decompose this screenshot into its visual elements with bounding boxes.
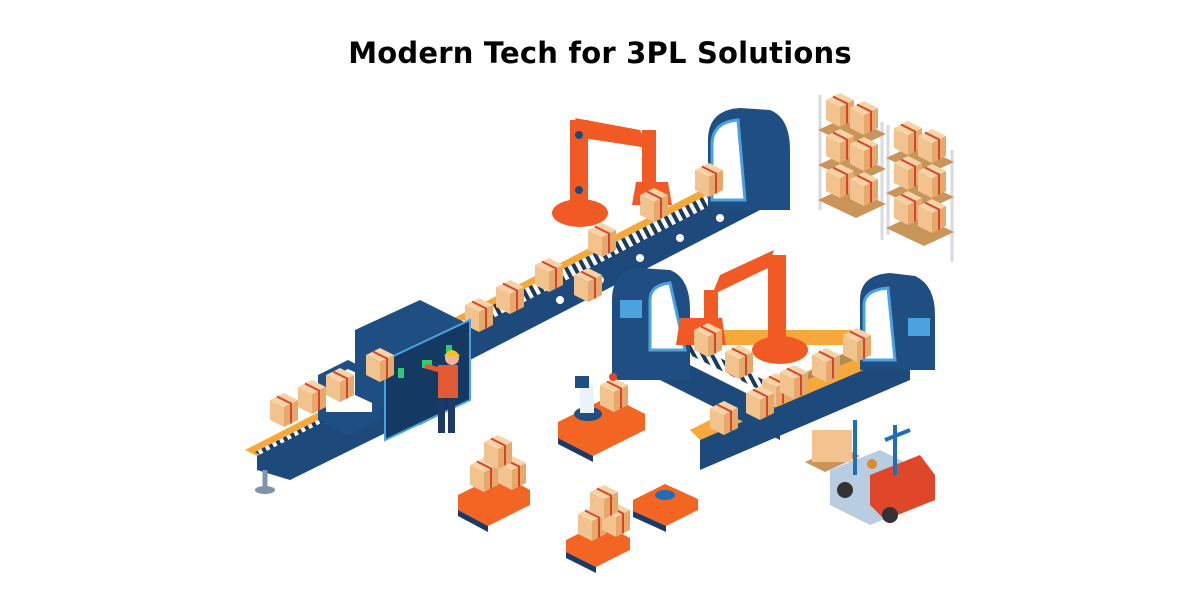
scanner-gate-middle <box>612 268 690 380</box>
page-title: Modern Tech for 3PL Solutions <box>348 36 852 70</box>
location-pin-icon <box>609 373 617 381</box>
forklift <box>805 420 935 525</box>
storage-rack-right <box>886 120 954 262</box>
storage-rack-left <box>818 92 886 240</box>
agv-robot-empty <box>633 484 698 532</box>
robot-arm-middle <box>676 250 808 364</box>
agv-robot-scanner <box>558 376 645 462</box>
scanner-gate-right <box>860 273 935 370</box>
operator-worker <box>424 350 460 433</box>
robot-arm-top <box>552 118 672 227</box>
